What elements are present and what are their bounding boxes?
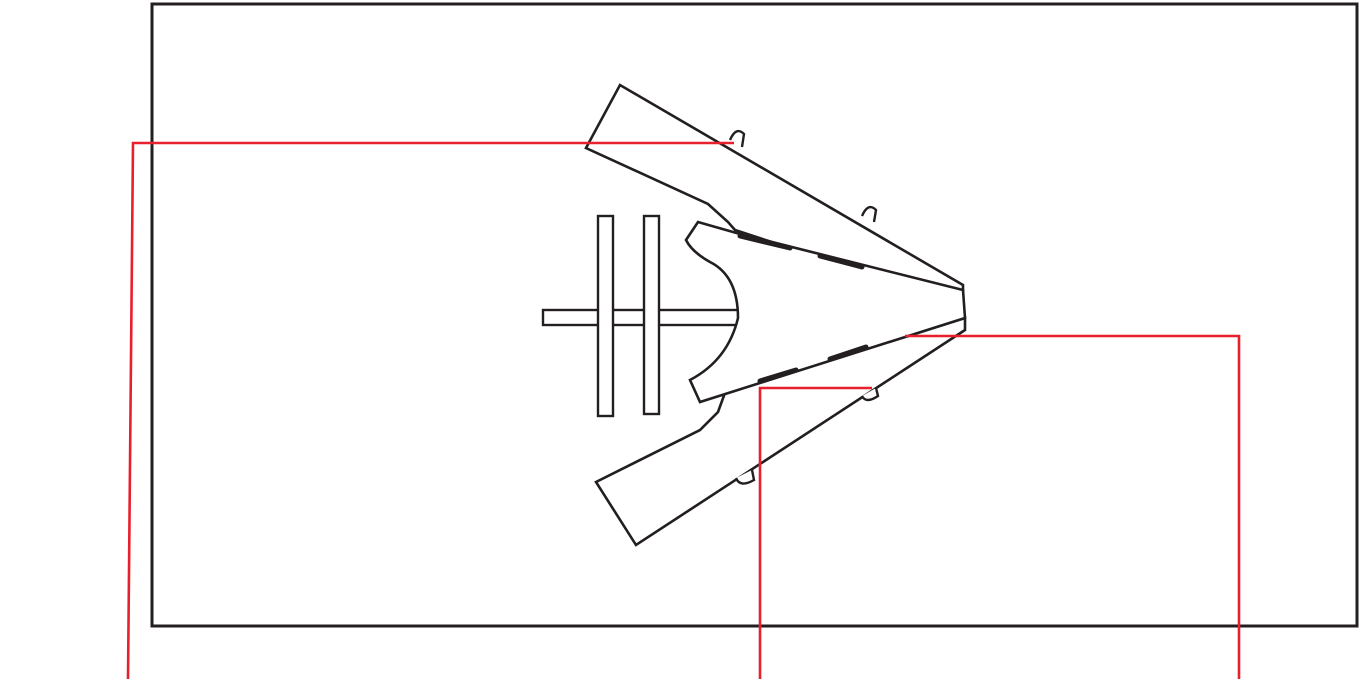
seam-mark-upper-1 bbox=[737, 233, 793, 251]
seam-mark-lower-1 bbox=[827, 344, 869, 362]
cross-joint-right bbox=[645, 311, 658, 324]
lower-tab-1 bbox=[860, 387, 880, 402]
lower-tab-2 bbox=[734, 469, 756, 485]
leader-lines bbox=[126, 141, 1241, 679]
leader-line-lower-jaw-edge bbox=[758, 386, 872, 679]
upper-tab-2 bbox=[860, 205, 878, 223]
lower-tabs bbox=[734, 387, 880, 485]
seam-mark-lower-2 bbox=[757, 367, 799, 384]
upper-tab-1 bbox=[728, 129, 746, 148]
cross-bracket bbox=[541, 214, 745, 418]
cross-joint-left bbox=[599, 311, 612, 324]
leader-line-lower-plate-tip bbox=[905, 334, 1241, 679]
leader-line-upper-plate-tab bbox=[126, 141, 734, 679]
inner-jaw bbox=[684, 220, 967, 404]
upper-tabs bbox=[728, 129, 878, 223]
frame bbox=[150, 2, 1359, 628]
seam-mark-upper-2 bbox=[817, 253, 865, 270]
seam-marks bbox=[737, 233, 869, 384]
